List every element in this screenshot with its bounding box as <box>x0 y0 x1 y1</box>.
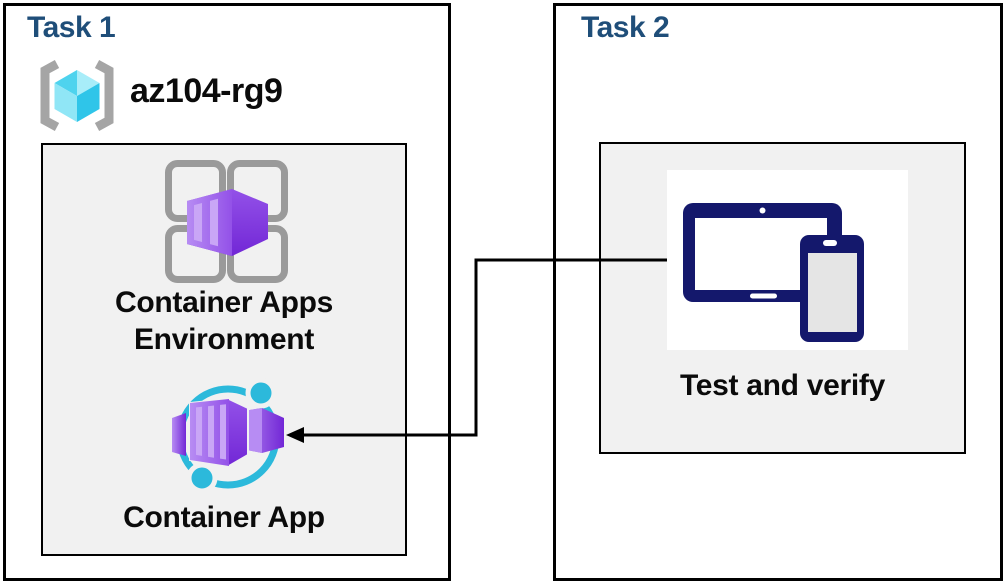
resource-group-name: az104-rg9 <box>130 72 283 110</box>
replica-dot-icon <box>245 378 277 409</box>
right-bracket-icon <box>94 60 114 131</box>
replica-dot-icon <box>186 462 218 494</box>
tablet-camera-icon <box>759 207 766 214</box>
left-bracket-icon <box>40 60 60 131</box>
task2-title: Task 2 <box>581 11 670 44</box>
task1-title: Task 1 <box>27 11 116 44</box>
container-app-label: Container App <box>123 501 325 534</box>
container-box-icon <box>187 189 268 256</box>
azure-resource-group-icon <box>40 60 114 131</box>
phone-speaker-icon <box>823 240 837 246</box>
main-container-icon <box>189 397 249 468</box>
container-apps-environment-icon <box>165 160 288 283</box>
left-cube-icon <box>172 413 186 456</box>
container-apps-environment-label: Container Apps Environment <box>114 286 334 356</box>
phone-icon <box>800 235 864 342</box>
tablet-home-button-icon <box>750 293 777 299</box>
tablet-phone-devices-icon <box>683 203 864 342</box>
resource-group-cube-icon <box>54 70 100 122</box>
test-and-verify-label: Test and verify <box>679 369 886 402</box>
container-app-icon <box>172 378 284 494</box>
device-card <box>667 170 908 350</box>
